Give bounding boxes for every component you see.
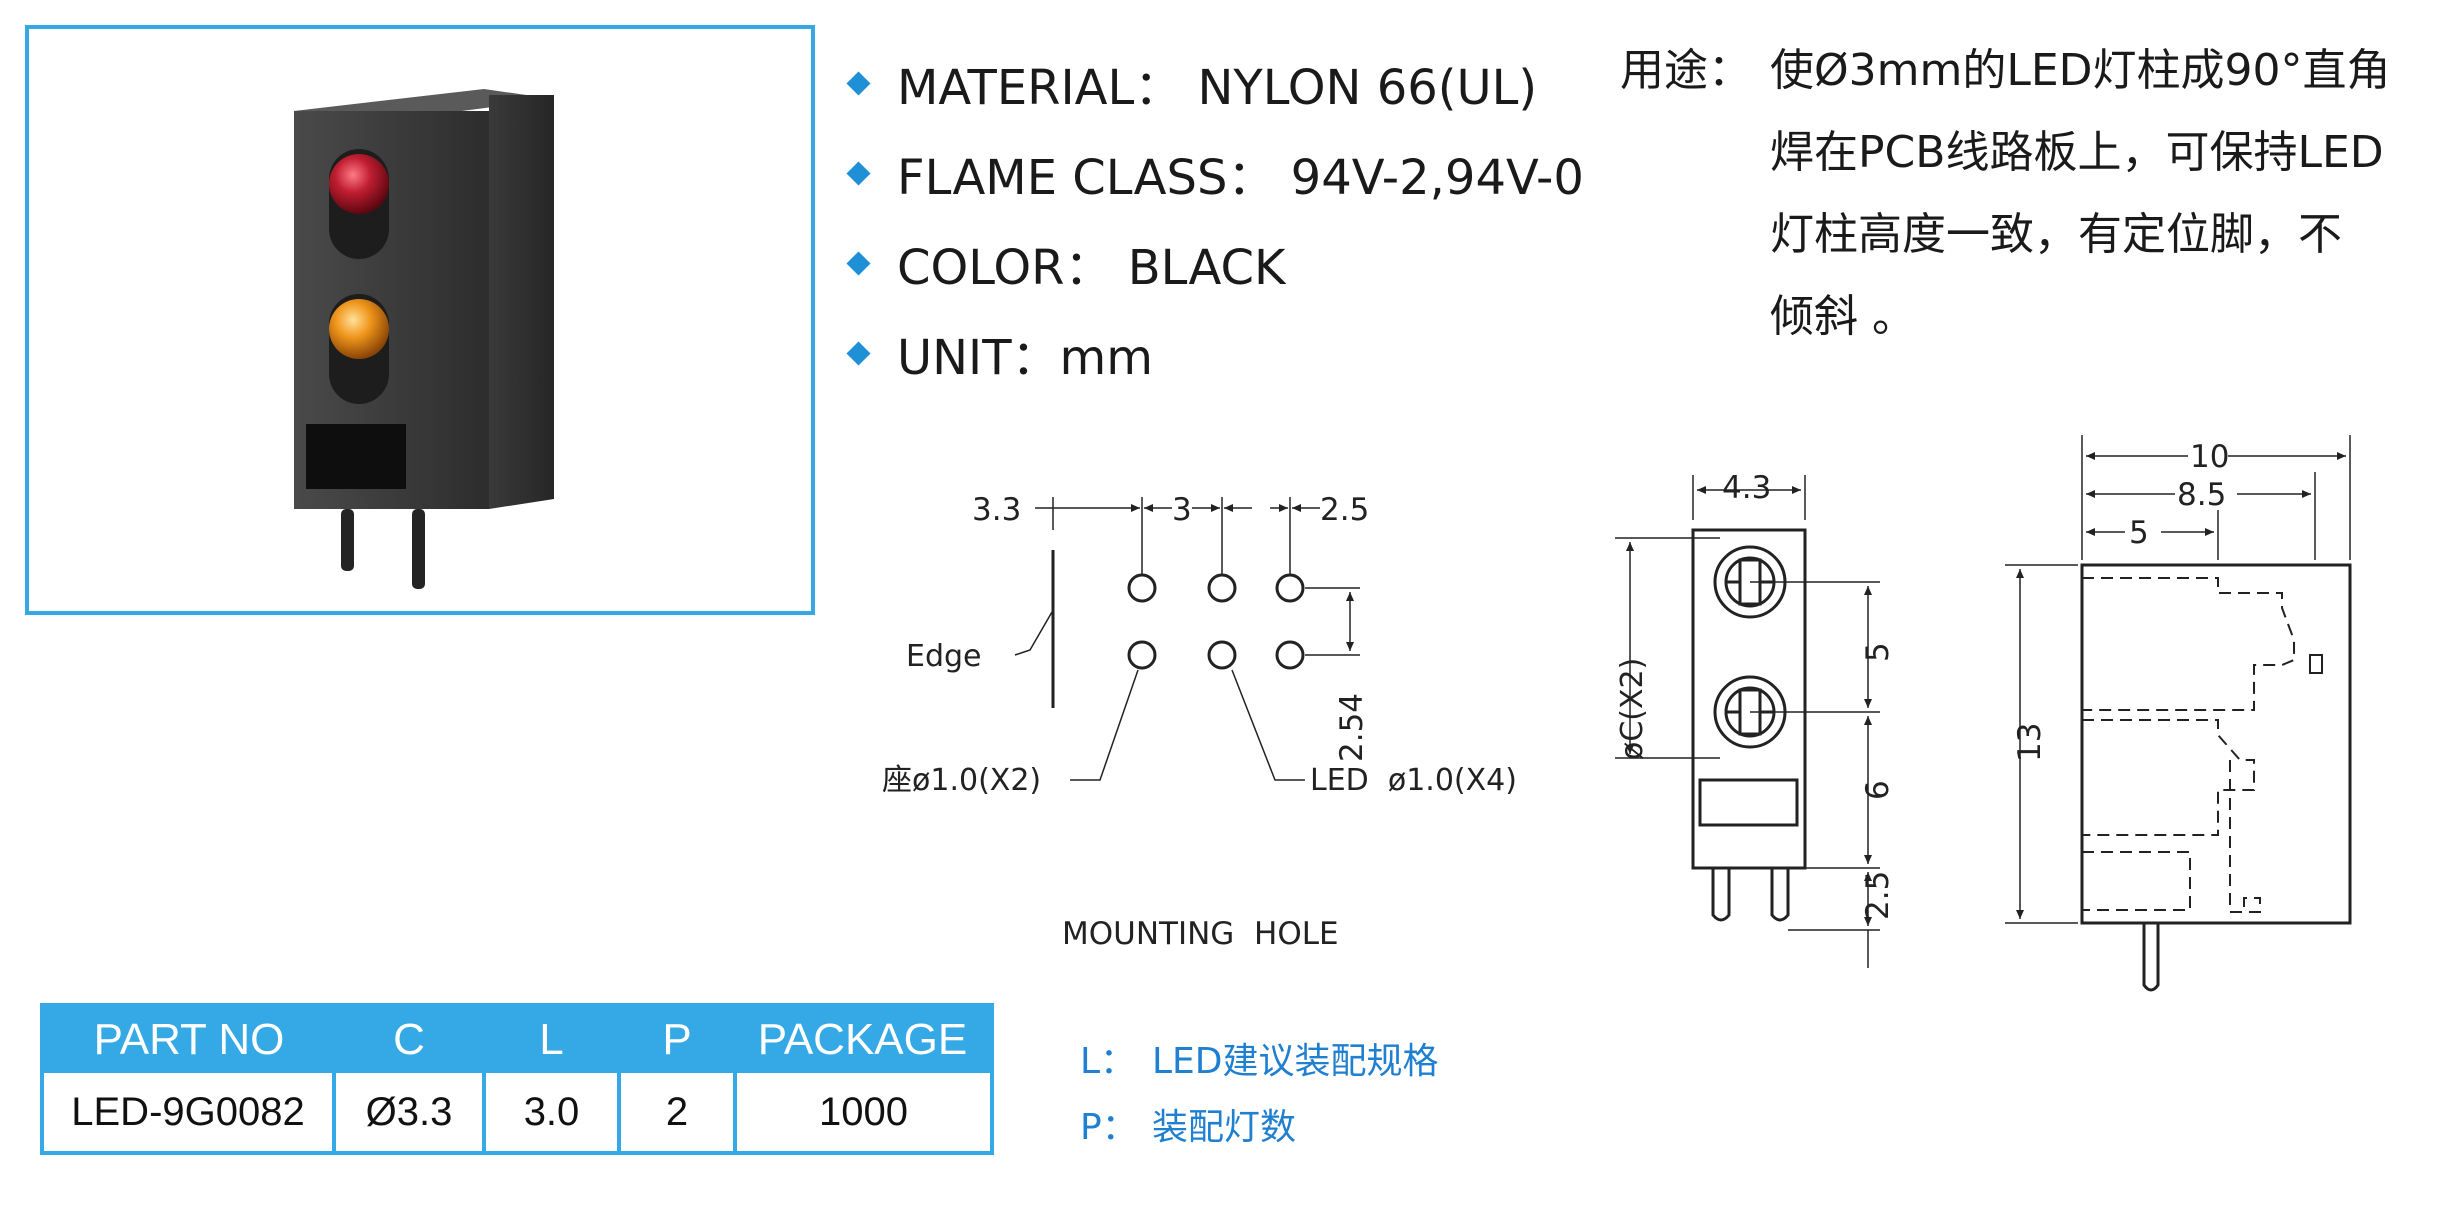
led-hole <box>1207 640 1237 670</box>
cell-p: 2 <box>617 1073 735 1153</box>
spec-text: FLAME CLASS： 94V-2,94V-0 <box>897 150 1584 206</box>
note-l: L： LED建议装配规格 <box>1080 1025 1439 1091</box>
col-l: L <box>484 1005 619 1073</box>
cell-package: 1000 <box>733 1073 992 1153</box>
cell-l: 3.0 <box>482 1073 619 1153</box>
spec-material: MATERIAL： NYLON 66(UL) <box>840 38 1584 128</box>
led-hole <box>1275 640 1305 670</box>
side-dim-total: 10 <box>2190 439 2229 475</box>
col-part-no: PART NO <box>42 1005 334 1073</box>
spec-unit: UNIT：mm <box>840 308 1584 398</box>
spec-flame-class: FLAME CLASS： 94V-2,94V-0 <box>840 128 1584 218</box>
usage-line: 倾斜 。 <box>1770 291 1916 342</box>
spec-text: MATERIAL： NYLON 66(UL) <box>897 60 1538 116</box>
side-housing-outline <box>2080 563 2352 925</box>
note-key: P： <box>1080 1107 1138 1148</box>
cell-part-no: LED-9G0082 <box>71 1089 305 1134</box>
cell-c: Ø3.3 <box>332 1073 484 1153</box>
usage-lines: 使Ø3mm的LED灯柱成90°直角 焊在PCB线路板上，可保持LED 灯柱高度一… <box>1770 30 2391 358</box>
front-dim-upper: 5 <box>1860 642 1896 662</box>
edge-label: Edge <box>906 639 982 674</box>
mounting-dim-left: 3.3 <box>972 492 1021 528</box>
locating-pin <box>412 509 425 589</box>
usage-line: 使Ø3mm的LED灯柱成90°直角 <box>1770 45 2391 96</box>
seat-hole <box>1127 640 1157 670</box>
front-width-dim: 4.3 <box>1722 470 1771 506</box>
usage-line: 焊在PCB线路板上，可保持LED <box>1770 127 2384 178</box>
led-hole <box>1275 573 1305 603</box>
red-led <box>329 154 389 214</box>
mounting-title: MOUNTING HOLE <box>1062 916 1339 952</box>
side-view-drawing <box>2005 435 2352 992</box>
led-holder-photo <box>294 89 554 589</box>
mounting-dim-right: 2.5 <box>1320 492 1369 528</box>
note-text: 装配灯数 <box>1152 1107 1297 1148</box>
amber-led <box>329 299 389 359</box>
seat-hole <box>1127 573 1157 603</box>
housing-slot <box>306 424 406 489</box>
front-dim-lower: 2.5 <box>1860 871 1896 920</box>
locating-pin <box>341 509 354 571</box>
legend-notes: L： LED建议装配规格 P： 装配灯数 <box>1080 1025 1439 1157</box>
pitch-label: 2.54 <box>1334 693 1370 762</box>
led-hole-label: LED ø1.0(X4) <box>1310 763 1517 798</box>
housing-side <box>489 95 554 509</box>
side-dim-short: 5 <box>2129 515 2149 551</box>
col-c: C <box>334 1005 484 1073</box>
spec-list: MATERIAL： NYLON 66(UL) FLAME CLASS： 94V-… <box>840 38 1584 398</box>
front-view-drawing <box>1615 475 1880 968</box>
spec-color: COLOR： BLACK <box>840 218 1584 308</box>
front-housing-outline <box>1691 528 1807 870</box>
spec-text: COLOR： BLACK <box>897 240 1286 296</box>
note-p: P： 装配灯数 <box>1080 1091 1439 1157</box>
front-dim-middle: 6 <box>1860 780 1896 800</box>
front-dia-label: øC(X2) <box>1615 658 1650 760</box>
mounting-hole-drawing <box>1014 497 1360 781</box>
side-dim-mid: 8.5 <box>2177 477 2226 513</box>
part-number-table: PART NO C L P PACKAGE LED-9G0082 Ø3.3 3.… <box>40 1003 994 1155</box>
seat-hole-label: 座ø1.0(X2) <box>882 763 1041 798</box>
spec-text: UNIT：mm <box>897 330 1154 386</box>
col-p: P <box>619 1005 735 1073</box>
col-package: PACKAGE <box>735 1005 992 1073</box>
table-header-row: PART NO C L P PACKAGE <box>42 1005 992 1073</box>
side-height-dim: 13 <box>2012 723 2048 762</box>
table-row: LED-9G0082 Ø3.3 3.0 2 1000 <box>42 1073 992 1153</box>
led-hole <box>1207 573 1237 603</box>
usage-label: 用途： <box>1620 45 1752 96</box>
mounting-dim-middle: 3 <box>1172 492 1192 528</box>
note-key: L： <box>1080 1041 1137 1082</box>
note-text: LED建议装配规格 <box>1152 1041 1439 1082</box>
product-photo-frame <box>25 25 815 615</box>
usage-line: 灯柱高度一致，有定位脚，不 <box>1770 209 2342 260</box>
